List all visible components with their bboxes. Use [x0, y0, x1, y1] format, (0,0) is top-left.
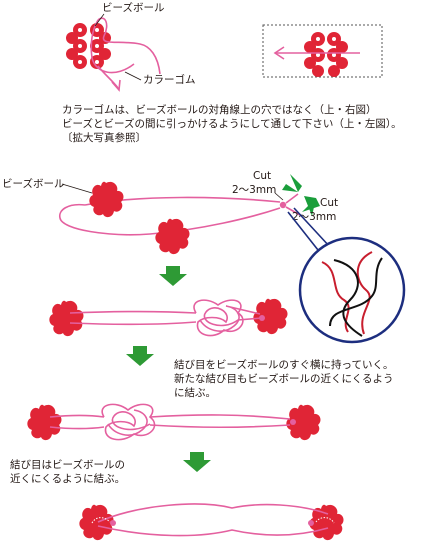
- bead-ball-step3-a: [27, 404, 62, 441]
- label-rubber-cord: カラーゴム: [143, 73, 196, 86]
- label-cut-1: Cut: [253, 170, 271, 182]
- label-length-2: 2～3mm: [292, 211, 336, 223]
- label-cut-2: Cut: [320, 197, 338, 209]
- label-bead-ball-top: ビーズボール: [102, 1, 164, 14]
- bead-ball-step2-a: [49, 300, 84, 337]
- bead-ball-step1-a: [89, 181, 124, 218]
- down-arrow-1: [159, 266, 187, 286]
- bead-ball-step2-b: [253, 298, 288, 335]
- step1-loop: [59, 181, 301, 255]
- cut-marker-1: [282, 174, 302, 192]
- instruction-line-1: カラーゴムは、ビーズボールの対角線上の穴ではなく（上・右図）: [62, 103, 376, 116]
- leader-bead-ball-mid: [61, 183, 93, 194]
- step3-double-knot: [27, 403, 321, 441]
- final-bracelet: [79, 503, 344, 541]
- step2-knot: [49, 298, 288, 337]
- step2-text-line-2: 新たな結び目もビーズボールの近くにくるよう: [174, 372, 394, 385]
- bead-ball-final-a: [79, 504, 114, 541]
- cut-marker-2: [302, 196, 320, 216]
- knot-dot-step1: [279, 201, 287, 209]
- leader-rubber-cord: [124, 71, 142, 81]
- label-bead-ball-mid: ビーズボール: [2, 177, 64, 190]
- instruction-line-2: ビーズとビーズの間に引っかけるようにして通して下さい（上・左図）。: [62, 117, 402, 130]
- step2-text-line-1: 結び目をビーズボールのすぐ横に持っていく。: [174, 358, 393, 371]
- label-length-1: 2～3mm: [232, 184, 276, 196]
- leader-length-1: [274, 192, 284, 201]
- bead-ball-closeup-left: [66, 17, 161, 92]
- zoom-callout: [287, 207, 406, 344]
- leader-bead-ball-top: [94, 13, 105, 27]
- down-arrow-2: [126, 346, 154, 366]
- instruction-line-3: 〔拡大写真参照〕: [62, 131, 146, 144]
- step2-text-line-3: に結ぶ。: [174, 386, 216, 399]
- down-arrow-3: [183, 452, 211, 472]
- step3-text-line-2: 近くにくるように結ぶ。: [10, 472, 125, 485]
- bead-ball-closeup-right: [262, 24, 383, 78]
- bead-ball-step1-b: [155, 218, 190, 255]
- step3-text-line-1: 結び目はビーズボールの: [10, 458, 125, 471]
